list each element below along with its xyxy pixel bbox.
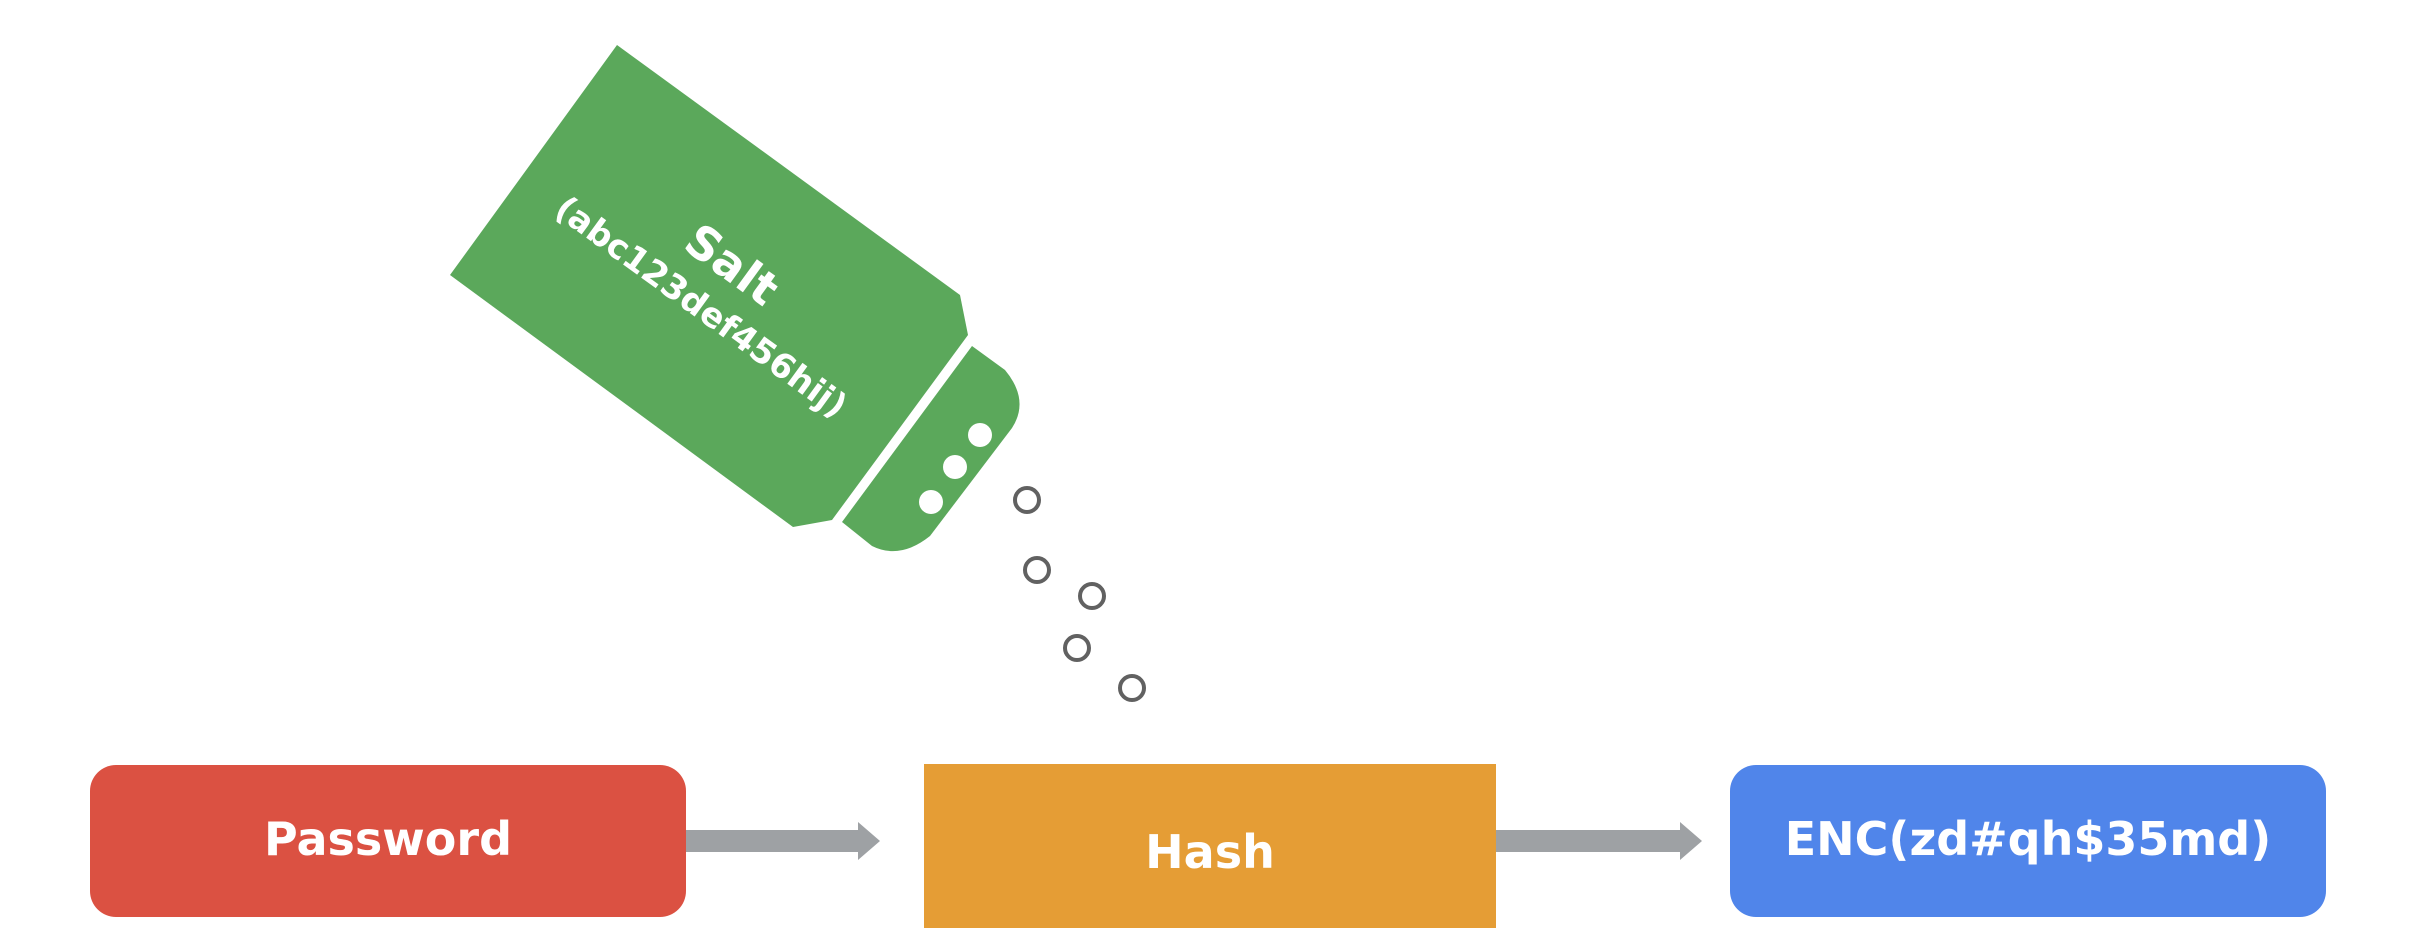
salt-grains: [1013, 486, 1146, 702]
password-box: Password: [90, 765, 686, 917]
arrow-password-to-hash: [684, 822, 880, 860]
encrypted-output-label: ENC(zd#qh$35md): [1785, 812, 2272, 866]
arrow-hash-to-output: [1496, 822, 1702, 860]
salt-shaker-body: [450, 45, 968, 527]
password-label: Password: [264, 812, 512, 866]
hash-box: Hash: [924, 764, 1496, 928]
salt-grain: [1013, 486, 1041, 514]
shaker-hole: [919, 490, 943, 514]
salt-grain: [1078, 582, 1106, 610]
shaker-hole: [968, 423, 992, 447]
salt-grain: [1023, 556, 1051, 584]
hash-label: Hash: [1145, 825, 1275, 879]
encrypted-output-box: ENC(zd#qh$35md): [1730, 765, 2326, 917]
salt-shaker-cap: [842, 346, 1020, 552]
salt-grain: [1063, 634, 1091, 662]
salt-shaker: Salt (abc123def456hij): [450, 45, 1020, 552]
salt-grain: [1118, 674, 1146, 702]
shaker-hole: [943, 455, 967, 479]
